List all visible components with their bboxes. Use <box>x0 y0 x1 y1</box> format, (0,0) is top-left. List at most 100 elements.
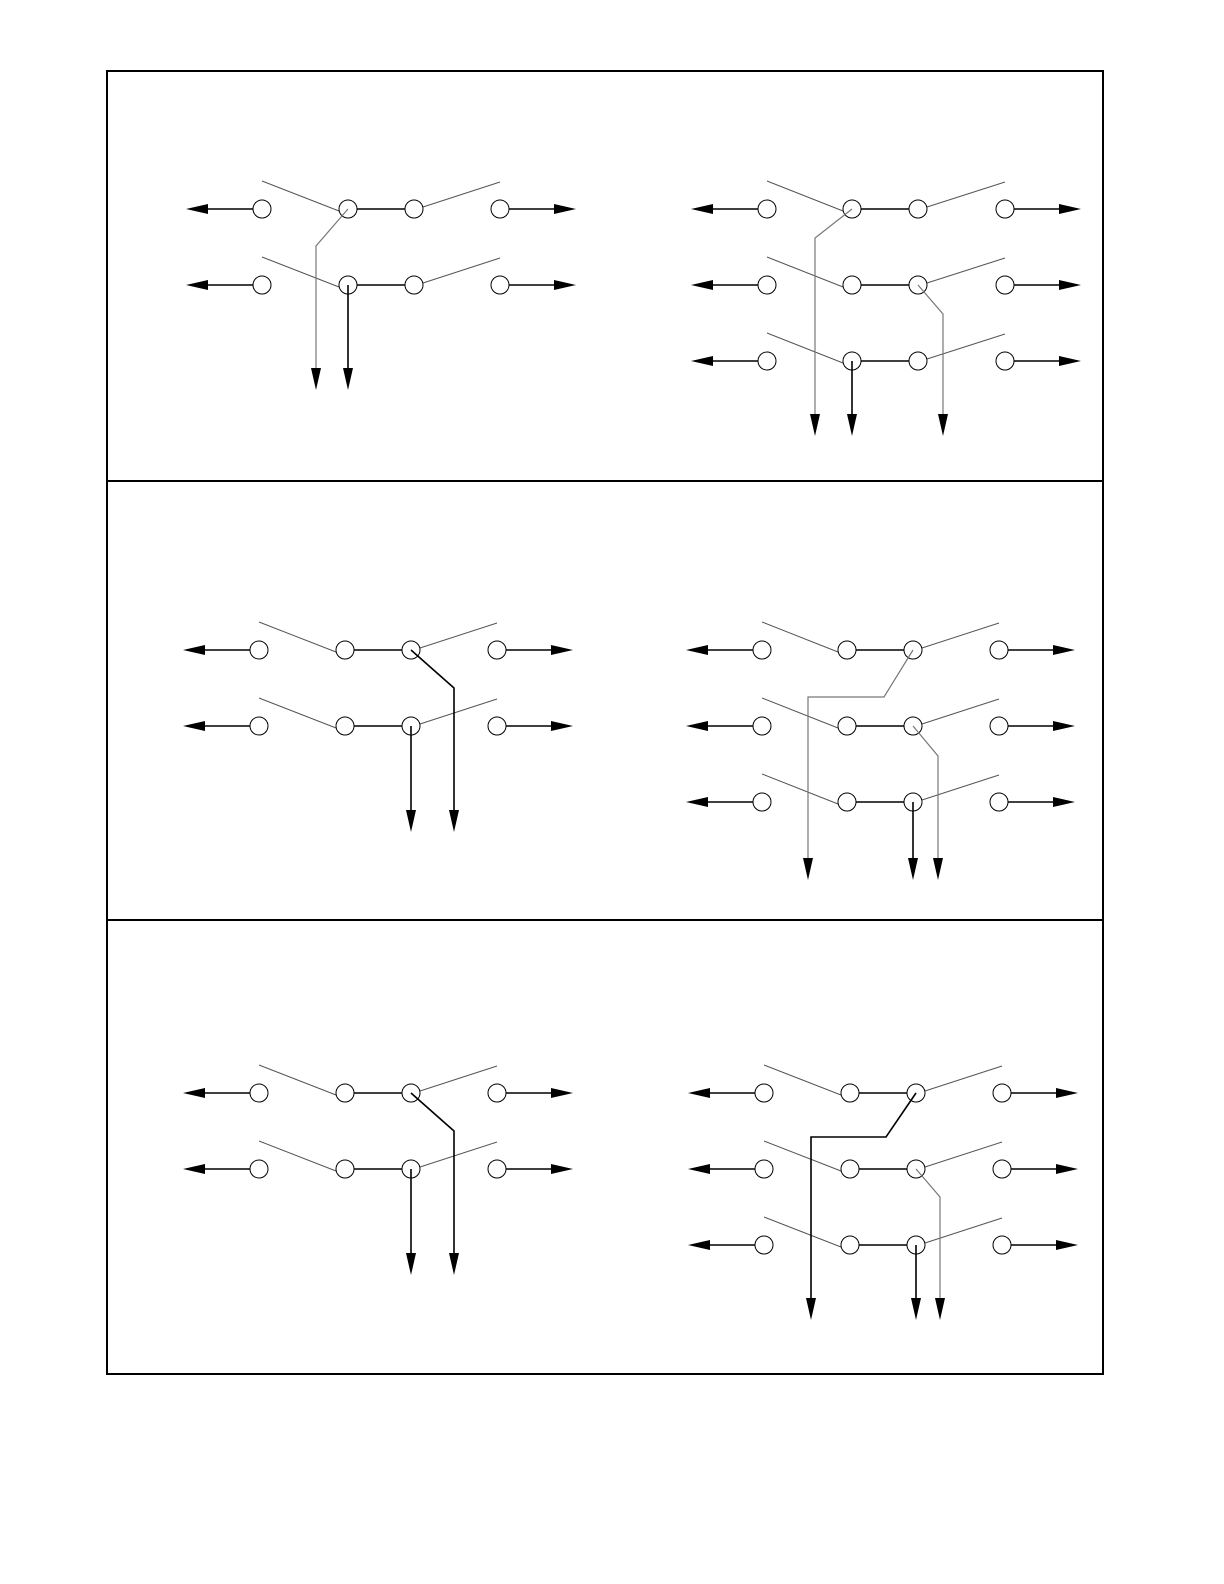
p1-left-row2-contact-3 <box>405 276 423 294</box>
p1-right-row1-contact-1 <box>758 200 776 218</box>
p2-left-row1-contact-2 <box>336 641 354 659</box>
p3-right-tap-gray-arrow-icon <box>935 1298 945 1320</box>
p1-right-row3-contact-1 <box>758 352 776 370</box>
p2-left-row2-left-blade <box>259 698 336 728</box>
p1-right-row3-right-arrow-icon <box>1059 356 1081 366</box>
p2-left-tap-1-arrow-icon <box>449 810 459 832</box>
p3-right-row2-left-blade <box>764 1141 841 1171</box>
p3-right-row1-contact-1 <box>755 1084 773 1102</box>
p2-right-row2-contact-4 <box>990 717 1008 735</box>
p2-left-row2-contact-2 <box>336 717 354 735</box>
p2-left-row1-left-arrow-icon <box>183 645 205 655</box>
p3-left-row1-left-blade <box>259 1065 336 1095</box>
p1-right-row3-left-blade <box>767 333 843 363</box>
p1-left-row1-left-blade <box>262 181 339 211</box>
p1-right-row1-contact-4 <box>996 200 1014 218</box>
p2-left-row2-right-blade <box>420 699 497 724</box>
p1-left-row2-right-arrow-icon <box>554 280 576 290</box>
p1-left-row2-contact-4 <box>491 276 509 294</box>
p3-right-row2-right-blade <box>925 1142 1002 1167</box>
p2-right-row3-contact-4 <box>990 793 1008 811</box>
p3-right-tap-2-arrow-icon <box>911 1298 921 1320</box>
p1-right-row3-contact-4 <box>996 352 1014 370</box>
p2-left-row1-contact-4 <box>488 641 506 659</box>
p2-right-row3-contact-1 <box>753 793 771 811</box>
p1-left-row1-contact-1 <box>253 200 271 218</box>
p2-right-row1-contact-4 <box>990 641 1008 659</box>
p2-right-row1-contact-1 <box>753 641 771 659</box>
p3-right-row3-left-arrow-icon <box>688 1240 710 1250</box>
p2-right-tap-gray-2-arrow-icon <box>933 858 943 880</box>
p3-right-row2-contact-1 <box>755 1160 773 1178</box>
p1-right-tap-black-arrow-icon <box>847 414 857 436</box>
p2-right-row3-right-arrow-icon <box>1053 797 1075 807</box>
p3-right-row3-contact-1 <box>755 1236 773 1254</box>
p2-left-row1-contact-1 <box>250 641 268 659</box>
p2-left-row2-right-arrow-icon <box>551 721 573 731</box>
p3-right-row1-left-arrow-icon <box>688 1088 710 1098</box>
p3-right-row1-right-blade <box>925 1066 1002 1091</box>
p3-right-row3-left-blade <box>764 1217 841 1247</box>
p1-right-tap-gray-2-arrow-icon <box>938 414 948 436</box>
p1-left-row1-right-blade <box>423 182 500 207</box>
p3-left-row1-right-arrow-icon <box>551 1088 573 1098</box>
p3-right-row3-contact-2 <box>841 1236 859 1254</box>
p1-right-row3-contact-3 <box>909 352 927 370</box>
p1-right-row1-right-arrow-icon <box>1059 204 1081 214</box>
p1-left-row2-left-arrow-icon <box>186 280 208 290</box>
p1-left-row1-contact-3 <box>405 200 423 218</box>
p3-left-row1-left-arrow-icon <box>183 1088 205 1098</box>
p2-right-row1-left-blade <box>762 622 838 652</box>
p1-right-row2-left-arrow-icon <box>691 280 713 290</box>
p2-left-row1-right-blade <box>420 623 497 648</box>
p1-left-row1-contact-4 <box>491 200 509 218</box>
p2-right-row3-left-blade <box>762 774 838 804</box>
p2-right-row1-right-blade <box>922 623 999 648</box>
p3-right-tap-1-arrow-icon <box>806 1298 816 1320</box>
p1-right-tap-gray-1-arrow-icon <box>810 414 820 436</box>
p1-left-tap-black-arrow-icon <box>343 368 353 390</box>
p3-left-row1-contact-2 <box>336 1084 354 1102</box>
p3-right-row1-left-blade <box>764 1065 841 1095</box>
p2-left-row2-left-arrow-icon <box>183 721 205 731</box>
p3-right-row2-contact-4 <box>993 1160 1011 1178</box>
p3-right-row1-right-arrow-icon <box>1056 1088 1078 1098</box>
p3-right-row1-contact-2 <box>841 1084 859 1102</box>
p3-left-row2-left-arrow-icon <box>183 1164 205 1174</box>
p1-right-tap-gray-2 <box>918 285 943 414</box>
p3-right-row2-left-arrow-icon <box>688 1164 710 1174</box>
switch-diagrams <box>183 181 1081 1320</box>
p1-left-tap-gray-arrow-icon <box>311 368 321 390</box>
p2-right-row1-right-arrow-icon <box>1053 645 1075 655</box>
p2-left-tap-2-arrow-icon <box>406 810 416 832</box>
p1-right-row3-left-arrow-icon <box>691 356 713 366</box>
p2-right-row2-right-arrow-icon <box>1053 721 1075 731</box>
p2-left-row2-contact-1 <box>250 717 268 735</box>
p3-left-row1-contact-1 <box>250 1084 268 1102</box>
p3-left-row2-contact-4 <box>488 1160 506 1178</box>
p3-right-tap-1 <box>811 1093 916 1298</box>
p1-right-row1-contact-3 <box>909 200 927 218</box>
p3-right-row3-contact-4 <box>993 1236 1011 1254</box>
p1-left-row2-contact-1 <box>253 276 271 294</box>
p2-right-row2-contact-2 <box>838 717 856 735</box>
p3-left-row2-contact-1 <box>250 1160 268 1178</box>
p2-left-row1-right-arrow-icon <box>551 645 573 655</box>
p1-right-row2-contact-2 <box>843 276 861 294</box>
p3-left-tap-1-arrow-icon <box>449 1253 459 1275</box>
p3-left-row1-right-blade <box>420 1066 497 1091</box>
p3-right-tap-gray <box>916 1169 940 1298</box>
p1-right-row2-left-blade <box>767 257 843 287</box>
p1-left-row1-right-arrow-icon <box>554 204 576 214</box>
p3-right-row2-contact-2 <box>841 1160 859 1178</box>
p1-right-row2-right-arrow-icon <box>1059 280 1081 290</box>
p2-right-tap-gray-1 <box>808 650 913 858</box>
p2-right-row2-contact-1 <box>753 717 771 735</box>
p3-right-row3-right-arrow-icon <box>1056 1240 1078 1250</box>
p2-right-row3-left-arrow-icon <box>686 797 708 807</box>
p3-right-row3-right-blade <box>925 1218 1002 1243</box>
p1-left-row1-left-arrow-icon <box>186 204 208 214</box>
p2-right-row1-contact-2 <box>838 641 856 659</box>
p1-right-row2-contact-4 <box>996 276 1014 294</box>
